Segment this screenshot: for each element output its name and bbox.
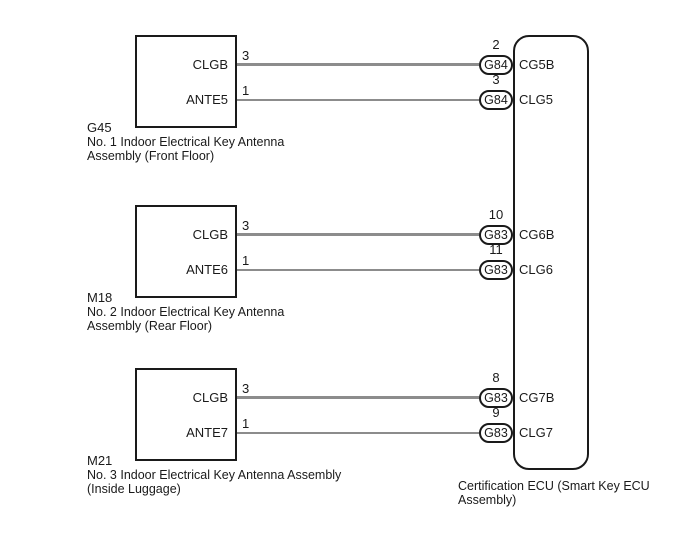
component-caption-line: (Inside Luggage) [87,482,181,496]
ecu-box [513,35,589,470]
connector-pill: G83 [479,225,513,245]
ecu-pin-name: CLG6 [519,262,553,277]
ecu-caption-line: Certification ECU (Smart Key ECU [458,479,650,493]
ecu-pin-name: CLG5 [519,92,553,107]
ecu-caption-line: Assembly) [458,493,517,507]
component-box [135,368,237,461]
component-pin-label: ANTE6 [186,262,228,277]
component-id: M18 [87,290,113,305]
component-caption-line: No. 2 Indoor Electrical Key Antenna [87,305,285,319]
component-terminal-number: 3 [242,218,250,233]
component-pin-label: ANTE7 [186,425,228,440]
component-group-m18: CLGB ANTE6 3 1 10 11 G83 G83 CG6B CLG6 M… [0,205,688,337]
component-group-g45: CLGB ANTE5 3 1 2 3 G84 G84 CG5B CLG5 G45… [0,35,688,167]
connector-pill: G84 [479,90,513,110]
component-caption-line: No. 1 Indoor Electrical Key Antenna [87,135,285,149]
ecu-pin-name: CLG7 [519,425,553,440]
component-pin-label: ANTE5 [186,92,228,107]
wire [237,432,479,434]
connector-pill: G83 [479,423,513,443]
component-group-m21: CLGB ANTE7 3 1 8 9 G83 G83 CG7B CLG7 M21… [0,368,688,500]
component-pin-label: CLGB [192,227,228,242]
ecu-terminal-number: 10 [488,207,504,222]
component-terminal-number: 1 [242,253,250,268]
component-terminal-number: 1 [242,83,250,98]
ecu-pin-name: CG7B [519,390,555,405]
wire [237,233,479,236]
ecu-terminal-number: 2 [492,37,500,52]
ecu-pin-name: CG6B [519,227,555,242]
component-id: M21 [87,453,113,468]
wire [237,63,479,66]
ecu-pin-name: CG5B [519,57,555,72]
component-caption-line: Assembly (Rear Floor) [87,319,213,333]
connector-pill: G84 [479,55,513,75]
component-terminal-number: 3 [242,48,250,63]
ecu-terminal-number: 8 [492,370,500,385]
component-box [135,205,237,298]
connector-pill: G83 [479,260,513,280]
ecu-terminal-number: 3 [492,72,500,87]
component-pin-label: CLGB [192,390,228,405]
component-pin-label: CLGB [192,57,228,72]
ecu-terminal-number: 9 [492,405,500,420]
component-caption-line: Assembly (Front Floor) [87,149,215,163]
ecu-terminal-number: 11 [489,242,503,257]
component-terminal-number: 1 [242,416,250,431]
wire [237,99,479,101]
wire [237,396,479,399]
component-id: G45 [87,120,112,135]
component-box [135,35,237,128]
wire [237,269,479,271]
connector-pill: G83 [479,388,513,408]
component-caption-line: No. 3 Indoor Electrical Key Antenna Asse… [87,468,342,482]
component-terminal-number: 3 [242,381,250,396]
